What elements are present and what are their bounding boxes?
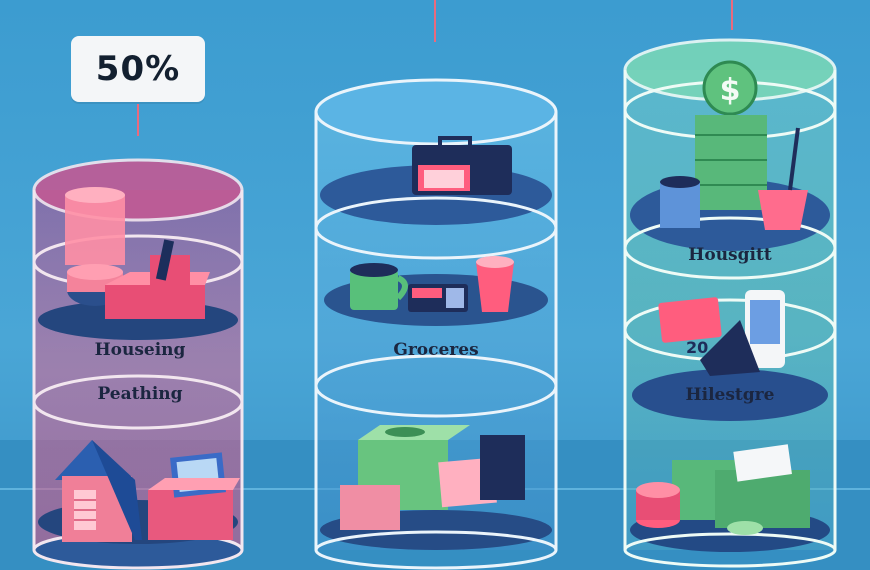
tick-mark bbox=[434, 0, 436, 42]
savings-jar: $ 20 bbox=[623, 38, 837, 568]
phone-icon bbox=[700, 290, 785, 376]
tick-mark bbox=[137, 104, 139, 136]
groceries-jar bbox=[314, 78, 558, 570]
credit-card-icon: 20 bbox=[658, 297, 722, 357]
housing-sublabel: Peathing bbox=[97, 384, 183, 404]
mug-icon bbox=[350, 263, 408, 310]
groceries-label: Groceres bbox=[393, 340, 479, 360]
tick-mark bbox=[731, 0, 733, 30]
box-icon bbox=[105, 239, 210, 319]
percentage-badge: 50% bbox=[71, 36, 205, 102]
housing-jar bbox=[32, 158, 244, 570]
svg-text:20: 20 bbox=[686, 338, 708, 357]
savings-label: Housgitt bbox=[688, 245, 772, 265]
savings-sublabel: Hilestgre bbox=[685, 385, 775, 405]
briefcase-icon bbox=[412, 136, 512, 195]
cup-icon bbox=[476, 256, 514, 312]
svg-text:$: $ bbox=[720, 73, 741, 108]
document-box bbox=[148, 452, 240, 540]
calculator-icon bbox=[408, 284, 468, 312]
housing-label: Houseing bbox=[94, 340, 186, 360]
dollar-coin-icon: $ bbox=[702, 60, 758, 116]
house-icon bbox=[55, 440, 142, 542]
percentage-value: 50% bbox=[95, 49, 181, 89]
cash-pile-icon bbox=[636, 444, 810, 535]
cash-stack-icon bbox=[340, 425, 525, 530]
